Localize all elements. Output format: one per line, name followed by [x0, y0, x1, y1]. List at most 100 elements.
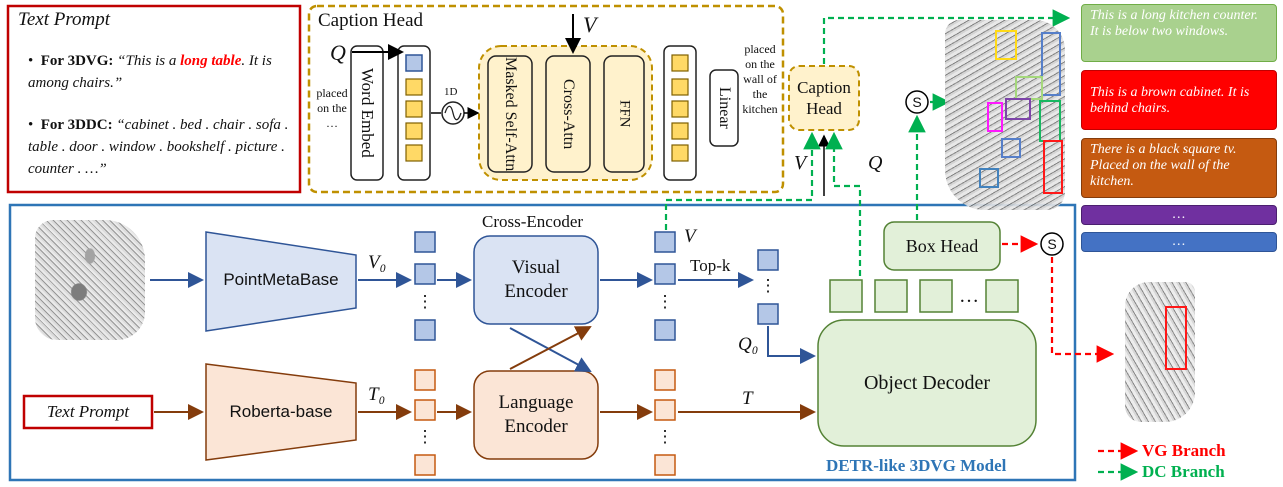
word-token [405, 100, 423, 118]
visual-encoder-box [473, 235, 599, 325]
bbox-purple [1005, 98, 1031, 120]
prompt-panel-title: Text Prompt [18, 9, 111, 30]
masked-self-attn-box [487, 55, 533, 173]
text-token [654, 369, 676, 391]
point-cloud-output-dc-image [945, 20, 1065, 210]
box-head-box [883, 221, 1001, 271]
bbox-blue [1041, 32, 1061, 96]
text-backbone-shape [205, 363, 357, 461]
visual-token [654, 231, 676, 253]
caption-output-text: … [1172, 234, 1186, 249]
v0-symbol: V₀ [368, 252, 387, 273]
ffn-text: FFN [616, 100, 633, 128]
bbox-yellow [995, 30, 1017, 60]
word-token [671, 144, 689, 162]
select-circle-dc [905, 90, 929, 114]
select-symbol-dc: S [912, 94, 922, 110]
masked-self-attn-text: Masked Self-Attn [502, 56, 519, 172]
caption-output-text: … [1172, 207, 1186, 222]
text-token [414, 454, 436, 476]
word-token [405, 78, 423, 96]
cross-attn-box [545, 55, 591, 173]
query-dots: ⋮ [759, 276, 777, 295]
bbox-blue [1001, 138, 1021, 158]
word-token [671, 100, 689, 118]
caption-v-symbol: V [583, 12, 597, 37]
point-backbone-label: PointMetaBase [223, 270, 339, 289]
word-embed-label: Word Embed [351, 46, 383, 180]
bbox-red [1043, 140, 1063, 194]
linear-box [709, 69, 739, 147]
text-backbone-label: Roberta-base [229, 402, 333, 421]
decoder-token [919, 279, 953, 313]
t-symbol: T [742, 388, 753, 409]
word-token [671, 54, 689, 72]
q0-symbol: Q₀ [738, 334, 759, 355]
text-dots: ⋮ [416, 427, 434, 446]
linear-text: Linear [716, 87, 733, 129]
decoder-token-dots: … [959, 284, 979, 307]
model-border [8, 203, 1077, 482]
caption-output-3: There is a black square tv. Placed on th… [1081, 138, 1277, 198]
visual-token [414, 319, 436, 341]
text-token [414, 399, 436, 421]
prompt-dc-text: “cabinet . bed . chair . sofa . table . … [28, 117, 289, 177]
visual-dots: ⋮ [416, 292, 434, 311]
point-backbone-shape [205, 231, 357, 332]
prompt-vg-text-2: . It is among chairs.” [28, 53, 272, 91]
caption-output-text: There is a black square tv. Placed on th… [1090, 142, 1237, 189]
query-token [405, 54, 423, 72]
decoder-token [874, 279, 908, 313]
caption-left-note: placed on the … [316, 86, 348, 130]
caption-right-note: placed on the wall of the kitchen [742, 42, 778, 116]
caption-head-q-input: Q [868, 152, 883, 174]
ffn-label: FFN [604, 56, 644, 172]
point-cloud-input-image [35, 220, 145, 340]
cross-attn-label: Cross-Attn [546, 56, 590, 172]
bbox-blue [979, 168, 999, 188]
word-token [405, 122, 423, 140]
masked-self-attn-label: Masked Self-Attn [488, 56, 532, 172]
object-decoder-box [817, 319, 1037, 447]
caption-q-symbol: Q [330, 40, 346, 65]
decoder-token [829, 279, 863, 313]
legend-dc: DC Branch [1142, 462, 1225, 481]
point-cloud-output-vg-image [1125, 282, 1195, 422]
pos-encoding-label: 1D [444, 86, 458, 98]
model-title: DETR-like 3DVG Model [826, 456, 1007, 475]
caption-head-v-input: V [794, 152, 807, 174]
text-token [654, 454, 676, 476]
caption-head-label: Caption Head [797, 78, 851, 118]
decoder-token [985, 279, 1019, 313]
word-token [671, 122, 689, 140]
visual-token [654, 263, 676, 285]
ffn-box [603, 55, 645, 173]
linear-label: Linear [710, 70, 738, 146]
language-encoder-box [473, 370, 599, 460]
select-circle-vg [1040, 232, 1064, 256]
v-symbol: V [684, 226, 696, 247]
bbox-green [1015, 76, 1043, 100]
caption-output-1: This is a long kitchen counter. It is be… [1081, 4, 1277, 62]
caption-head-detail-border [307, 4, 785, 194]
caption-output-5: … [1081, 232, 1277, 252]
prompt-dc-item: • For 3DDC: “cabinet . bed . chair . sof… [28, 114, 290, 180]
visual-token [654, 319, 676, 341]
bullet-icon: • [28, 53, 41, 69]
prompt-dc-label: For 3DDC: [40, 117, 113, 133]
prompt-vg-text-1: “This is a [117, 53, 181, 69]
topk-label: Top-k [690, 256, 731, 275]
text-token [654, 399, 676, 421]
legend-vg: VG Branch [1142, 441, 1226, 460]
caption-head-box [788, 65, 860, 131]
prompt-panel-border [6, 4, 302, 194]
visual-token [414, 263, 436, 285]
word-embed-box [350, 45, 384, 181]
t0-symbol: T₀ [368, 384, 386, 405]
bbox-red [1165, 306, 1187, 370]
cross-encoder-label: Cross-Encoder [482, 212, 584, 231]
bullet-icon: • [28, 117, 41, 133]
word-token [671, 78, 689, 96]
cross-attn-text: Cross-Attn [560, 78, 577, 150]
